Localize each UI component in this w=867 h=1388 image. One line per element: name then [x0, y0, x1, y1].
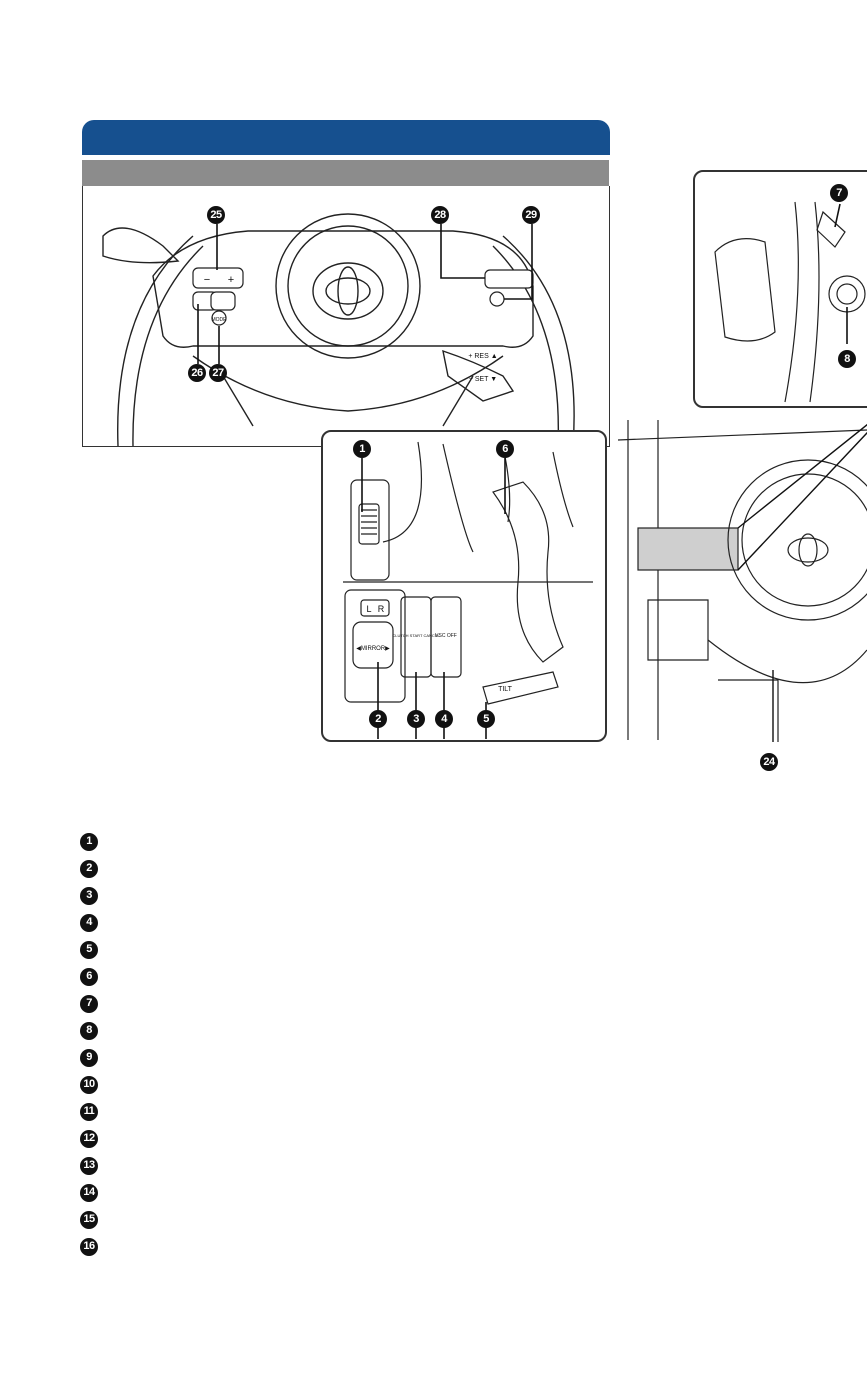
callout-26: 26: [188, 364, 206, 382]
callout-3: 3: [407, 710, 425, 728]
list-item: 1: [80, 828, 98, 855]
legend-number-badge: 7: [80, 994, 98, 1013]
callout-5: 5: [477, 710, 495, 728]
legend-number-badge: 8: [80, 1021, 98, 1040]
list-item: 3: [80, 882, 98, 909]
mirror-label: ◀MIRROR▶: [356, 646, 390, 652]
list-item: 11: [80, 1098, 98, 1125]
callout-7: 7: [830, 184, 848, 202]
list-item: 14: [80, 1179, 98, 1206]
legend-number-badge: 9: [80, 1048, 98, 1067]
dashboard-overview-illustration: [618, 420, 867, 742]
cruise-res-label: + RES ▲: [468, 353, 497, 360]
list-item: 5: [80, 936, 98, 963]
legend-number-badge: 14: [80, 1183, 98, 1202]
callout-24: 24: [760, 753, 778, 771]
legend-number-badge: 15: [80, 1210, 98, 1229]
list-item: 15: [80, 1206, 98, 1233]
legend-number-badge: 6: [80, 967, 98, 986]
vol-plus-label: +: [228, 274, 234, 286]
legend-number-badge: 16: [80, 1237, 98, 1256]
dashboard-drawing: [618, 420, 867, 742]
tilt-label: TILT: [498, 686, 513, 693]
legend-number-badge: 12: [80, 1129, 98, 1148]
list-item: 12: [80, 1125, 98, 1152]
callout-1: 1: [353, 440, 371, 458]
clutch-start-cancel-label: CLUTCH START CANCEL: [392, 633, 440, 638]
vsc-off-label: VSC OFF: [435, 633, 457, 639]
list-item: 13: [80, 1152, 98, 1179]
legend-number-badge: 10: [80, 1075, 98, 1094]
ignition-switch-illustration: 7 8: [693, 170, 867, 408]
callout-29: 29: [522, 206, 540, 224]
callout-legend-list: 1 2 3 4 5 6 7 8 9 10 11 12 13 14 15 16: [80, 828, 98, 1260]
list-item: 7: [80, 990, 98, 1017]
callout-27: 27: [209, 364, 227, 382]
legend-number-badge: 3: [80, 886, 98, 905]
vol-minus-label: −: [204, 274, 210, 286]
ignition-drawing: [714, 201, 866, 403]
list-item: 10: [80, 1071, 98, 1098]
list-item: 2: [80, 855, 98, 882]
mirror-r-label: R: [378, 604, 385, 614]
section-header-banner: [82, 120, 610, 155]
instrument-panel-switches-illustration: L R ◀MIRROR▶ CLUTCH START CANCEL VSC OFF…: [321, 430, 607, 742]
list-item: 16: [80, 1233, 98, 1260]
legend-number-badge: 2: [80, 859, 98, 878]
callout-8: 8: [838, 350, 856, 368]
legend-number-badge: 5: [80, 940, 98, 959]
list-item: 4: [80, 909, 98, 936]
section-subheader-band: [82, 160, 609, 186]
callout-28: 28: [431, 206, 449, 224]
callout-2: 2: [369, 710, 387, 728]
switch-panel-drawing: L R ◀MIRROR▶ CLUTCH START CANCEL VSC OFF…: [343, 441, 593, 739]
list-item: 6: [80, 963, 98, 990]
list-item: 9: [80, 1044, 98, 1071]
legend-number-badge: 11: [80, 1102, 98, 1121]
callout-4: 4: [435, 710, 453, 728]
callout-6: 6: [496, 440, 514, 458]
callout-25: 25: [207, 206, 225, 224]
legend-number-badge: 4: [80, 913, 98, 932]
steering-wheel-drawing: − + MODE + RES ▲ − SET ▼: [102, 213, 575, 446]
list-item: 8: [80, 1017, 98, 1044]
legend-number-badge: 13: [80, 1156, 98, 1175]
steering-wheel-switches-illustration: − + MODE + RES ▲ − SET ▼ 25 26 27 28 29: [82, 186, 610, 447]
mode-label: MODE: [212, 317, 228, 323]
legend-number-badge: 1: [80, 832, 98, 851]
mirror-l-label: L: [366, 604, 371, 614]
cruise-set-label: − SET ▼: [469, 376, 497, 383]
